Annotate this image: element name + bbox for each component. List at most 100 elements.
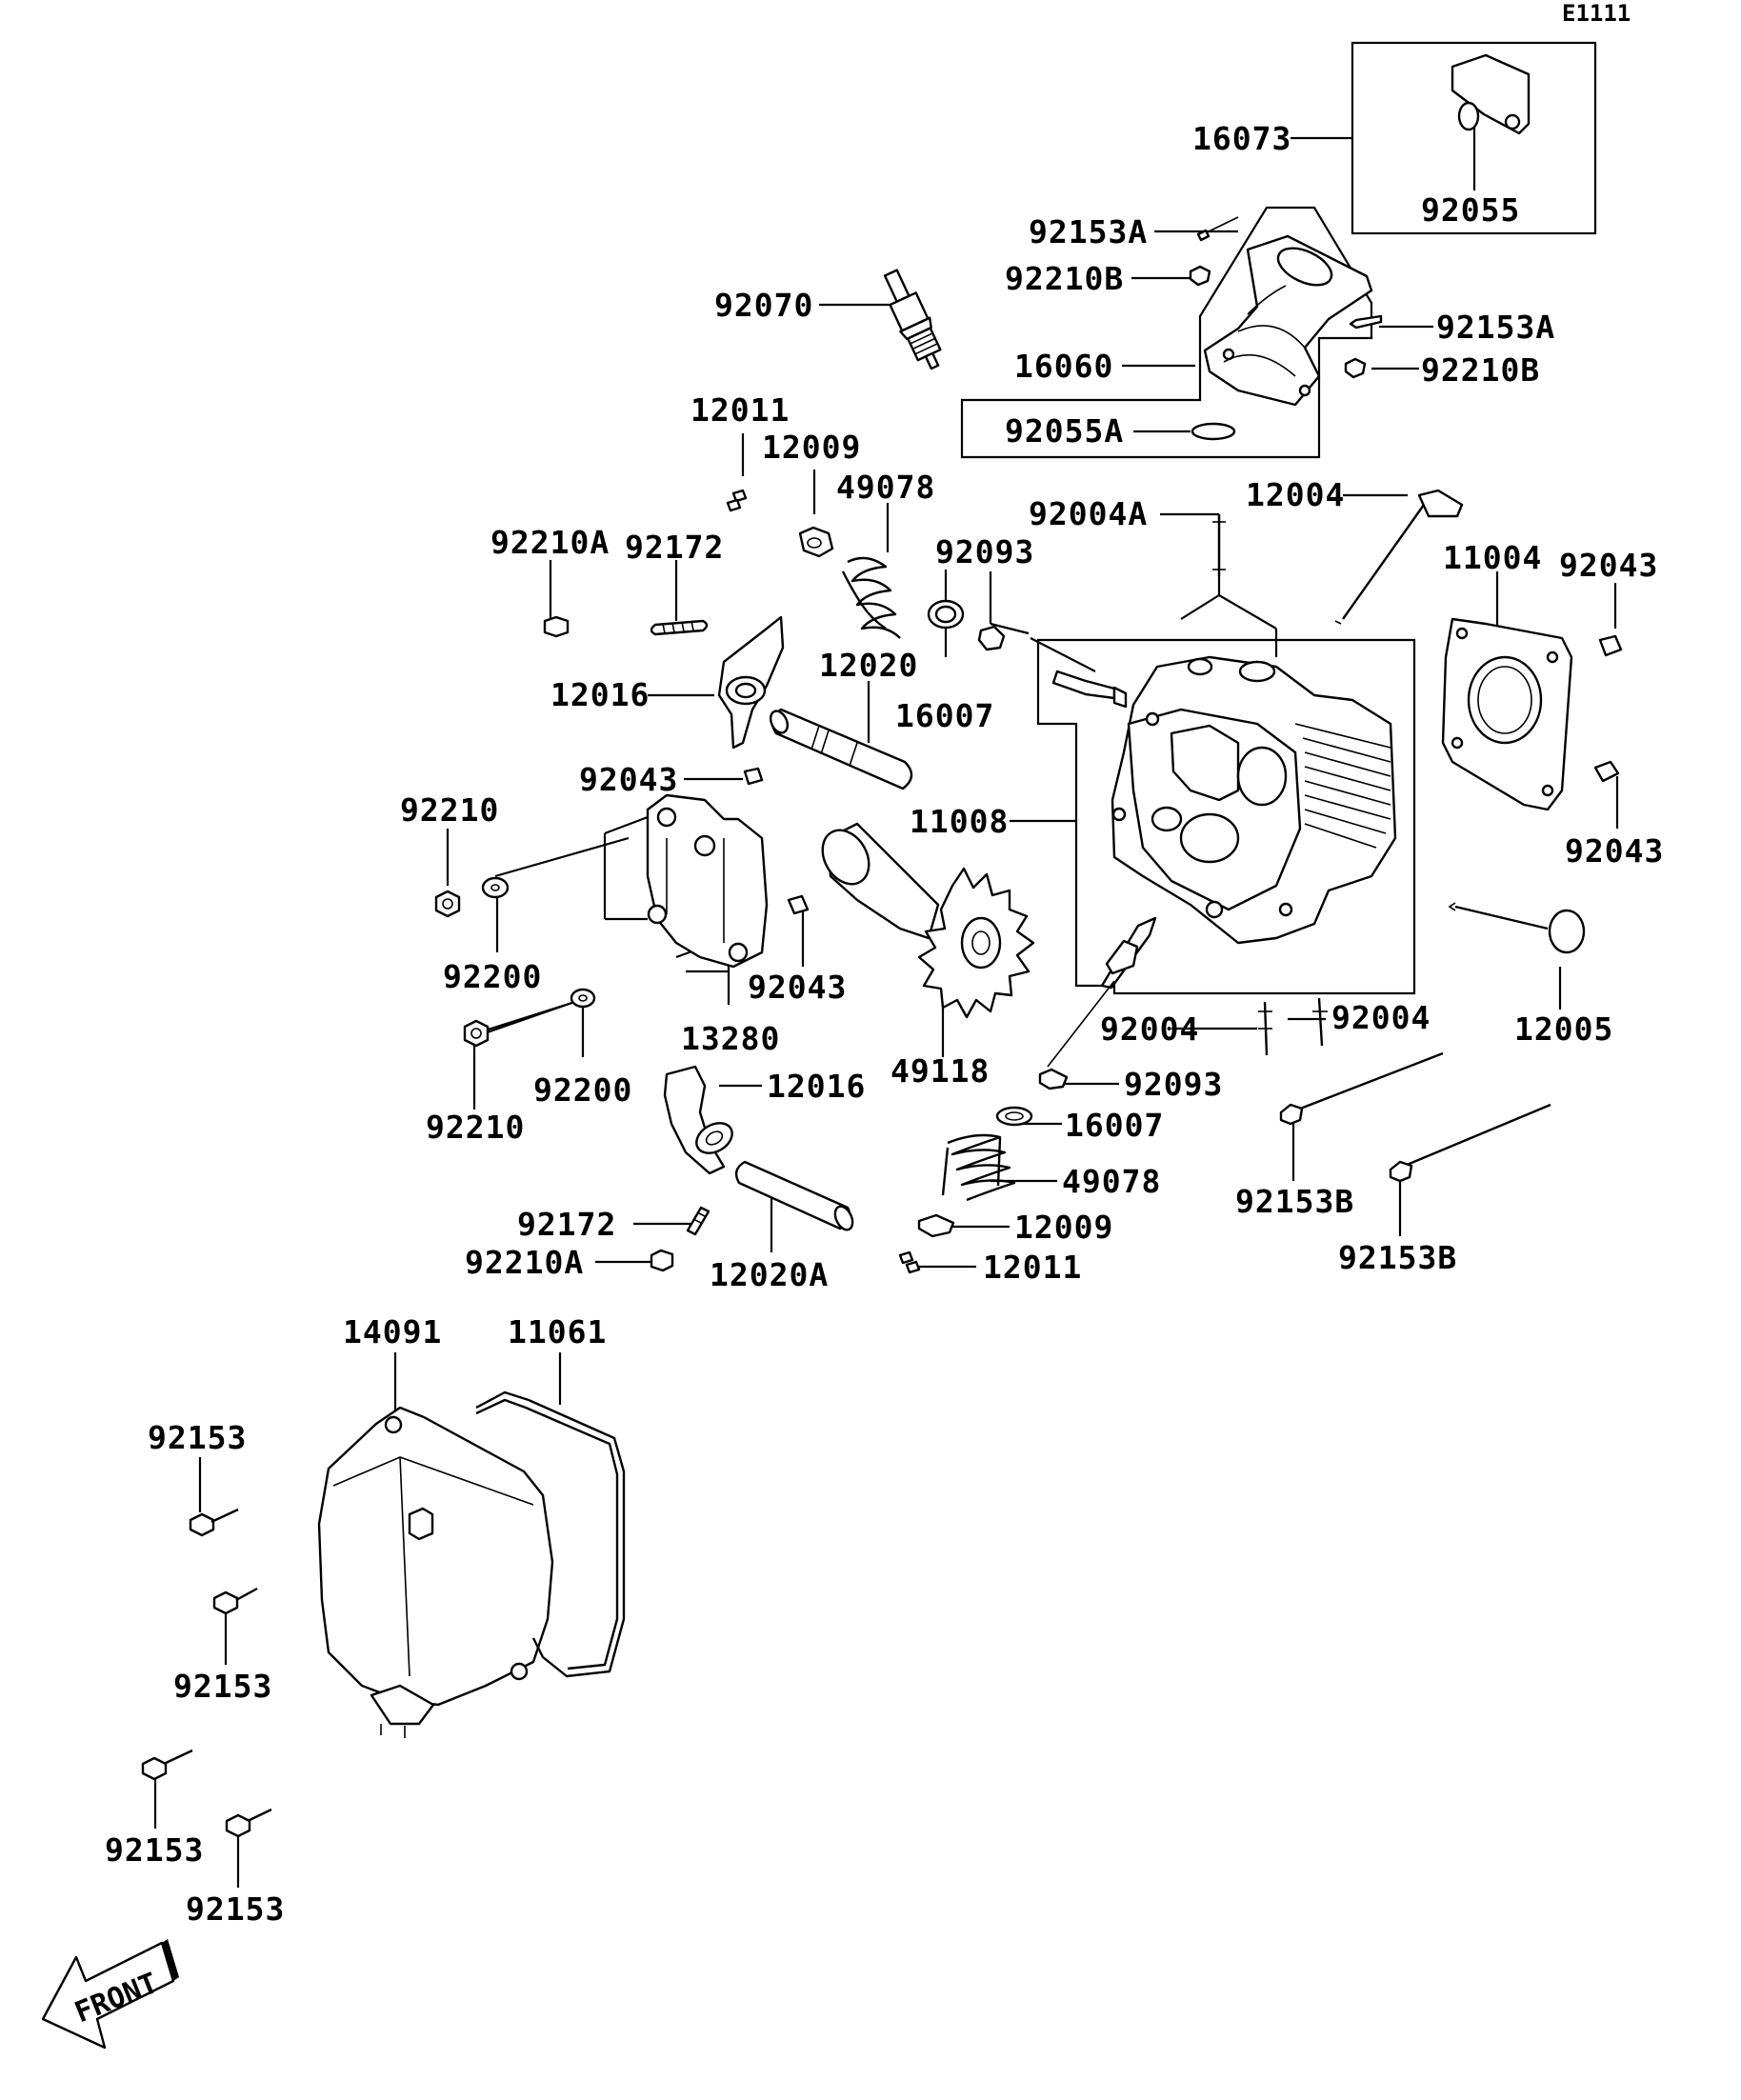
leader-lines: [153, 124, 1619, 1888]
part-12016-rocker-arm-upper: [717, 615, 785, 750]
label-92210-1: 92210: [400, 791, 499, 829]
label-92043-1: 92043: [1559, 547, 1658, 584]
label-92153B-1: 92153B: [1235, 1183, 1354, 1220]
label-92210B-1: 92210B: [1005, 260, 1124, 297]
label-12016-2: 12016: [767, 1068, 866, 1105]
part-16007-seal-lower: [995, 1106, 1033, 1127]
box-16060-group: [960, 206, 1373, 459]
part-92043-pin-a: [743, 767, 764, 786]
label-49118: 49118: [891, 1052, 990, 1090]
part-11061-cover-gasket: [475, 1390, 626, 1678]
part-16060-intake-pipe: [1203, 234, 1373, 407]
part-number-labels: 16073 92055 92153A 92210B 92070 92153A 1…: [105, 120, 1663, 1928]
label-92153-3: 92153: [105, 1831, 204, 1869]
part-92172-stud-upper: [650, 619, 709, 636]
part-92153-bolt-c: [141, 1749, 193, 1781]
label-92043-4: 92043: [748, 969, 847, 1006]
label-92200-1: 92200: [443, 958, 542, 995]
part-49078-spring-upper: [841, 556, 901, 639]
part-92004A-stud: [1212, 514, 1226, 576]
label-16073: 16073: [1192, 120, 1291, 157]
label-92093-1: 92093: [935, 533, 1034, 570]
part-12020-rocker-shaft-upper: [769, 708, 913, 790]
front-direction-arrow: FRONT: [41, 1939, 179, 2050]
part-11008-cylinder-head: [1111, 655, 1397, 945]
label-92153-4: 92153: [186, 1890, 285, 1928]
part-92093-guide-lower: [1038, 1068, 1069, 1090]
part-12011-keeper-lower: [898, 1250, 921, 1274]
label-11008: 11008: [910, 803, 1009, 840]
label-92153A-2: 92153A: [1436, 309, 1555, 346]
part-12009-retainer-lower: [917, 1213, 955, 1238]
part-valve-guide: [1051, 670, 1128, 709]
label-92055: 92055: [1421, 191, 1520, 229]
label-16060: 16060: [1014, 348, 1113, 385]
part-12020A-rocker-shaft-lower: [734, 1160, 854, 1231]
label-13280: 13280: [681, 1020, 780, 1057]
label-92200-2: 92200: [533, 1071, 632, 1109]
part-92043-pin-d: [787, 894, 810, 915]
part-92210B-nut-lower: [1344, 357, 1367, 379]
part-92153-bolt-b: [212, 1587, 258, 1615]
label-49078-1: 49078: [836, 469, 935, 506]
part-92070-spark-plug: [883, 269, 942, 370]
part-49078-spring-lower: [941, 1133, 1016, 1202]
part-12004-exhaust-valve: [1334, 489, 1464, 625]
label-12011-1: 12011: [690, 391, 790, 429]
label-92070: 92070: [714, 287, 813, 324]
label-14091: 14091: [343, 1313, 442, 1350]
label-12011-2: 12011: [983, 1249, 1082, 1286]
part-16007-seal-upper: [927, 599, 965, 630]
part-92210-nut-lower: [463, 1019, 490, 1048]
part-92210A-cap-nut-upper: [543, 615, 570, 638]
part-14091-head-cover: [317, 1406, 554, 1738]
part-92153-bolt-d: [225, 1808, 272, 1838]
part-92153A-bolt-lower: [1349, 314, 1383, 330]
label-92210A-2: 92210A: [465, 1244, 584, 1281]
label-16007-2: 16007: [1065, 1107, 1164, 1144]
label-12020A: 12020A: [710, 1256, 829, 1293]
label-92210A-1: 92210A: [490, 524, 610, 561]
part-13280-rocker-holder: [646, 793, 769, 969]
label-92004-2: 92004: [1331, 999, 1431, 1036]
label-92210B-2: 92210B: [1421, 351, 1540, 389]
part-92153A-bolt-upper: [1196, 216, 1239, 242]
label-92153A-1: 92153A: [1029, 213, 1148, 250]
part-92055A-o-ring: [1191, 422, 1236, 441]
label-92172-1: 92172: [625, 529, 724, 566]
part-valve-guide-lower: [1047, 916, 1157, 1068]
part-92004-stud-b: [1312, 997, 1328, 1047]
label-12009-2: 12009: [1014, 1209, 1113, 1246]
label-92153-2: 92153: [173, 1668, 272, 1705]
label-92153-1: 92153: [148, 1419, 247, 1456]
part-92210B-nut-upper: [1189, 265, 1211, 287]
part-11004-head-gasket: [1441, 617, 1573, 811]
part-92043-pin-b: [1598, 634, 1623, 657]
box-11008-group: [1036, 638, 1416, 995]
part-92153-bolt-a: [189, 1508, 239, 1537]
part-16073-joint: [1451, 53, 1531, 135]
part-12011-keeper-upper: [726, 489, 748, 512]
label-92210-2: 92210: [426, 1109, 525, 1146]
part-12016-rocker-arm-lower: [663, 1065, 733, 1175]
part-92200-washer-lower: [570, 988, 596, 1009]
label-16007-1: 16007: [895, 697, 994, 734]
part-49118-camshaft: [821, 822, 1035, 1019]
part-92200-washer-upper: [481, 876, 510, 899]
label-12004: 12004: [1246, 476, 1345, 513]
part-92210A-cap-nut-lower: [650, 1249, 674, 1272]
part-92004-stud-a: [1258, 1001, 1272, 1056]
label-12005: 12005: [1514, 1010, 1613, 1048]
label-12020: 12020: [819, 647, 918, 684]
part-92043-pin-c: [1593, 760, 1620, 783]
label-11004: 11004: [1443, 539, 1542, 576]
part-92210-nut-upper: [434, 890, 461, 918]
label-49078-2: 49078: [1062, 1163, 1161, 1200]
label-92093-2: 92093: [1124, 1066, 1223, 1103]
part-92093-guide-upper: [977, 625, 1006, 651]
part-12009-retainer-upper: [798, 526, 834, 558]
label-92153B-2: 92153B: [1338, 1239, 1457, 1276]
part-92172-stud-lower: [686, 1206, 710, 1236]
label-12016-1: 12016: [550, 676, 650, 713]
